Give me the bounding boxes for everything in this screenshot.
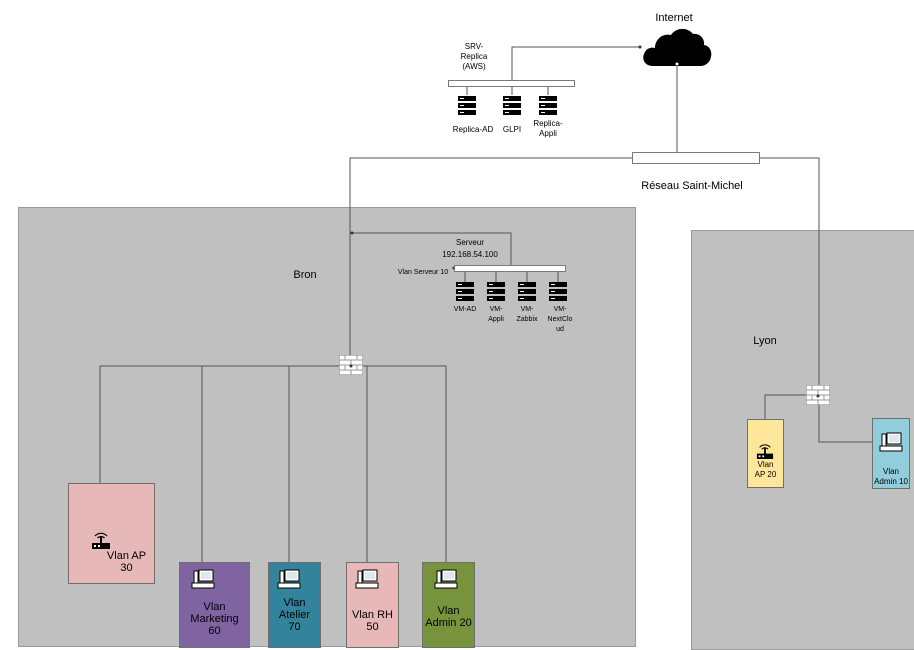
firewall-icon xyxy=(339,355,363,375)
internet-label: Internet xyxy=(655,12,693,24)
vm-nextcloud-label: VM- NextClo ud xyxy=(547,306,573,333)
wifi-router-icon xyxy=(92,532,110,549)
serveur-switch-bar xyxy=(454,265,566,272)
vm-ad-label: VM-AD xyxy=(453,306,477,313)
workstation-icon xyxy=(434,569,458,589)
link-reseau-lyon xyxy=(760,157,820,386)
vlan-admin-label: Vlan Admin 20 xyxy=(425,605,472,629)
vlan-ap-30-label: Vlan AP 30 xyxy=(106,550,147,574)
vm-server-icon xyxy=(549,282,567,301)
vlan-lyon-admin-label: Vlan Admin 10 xyxy=(874,467,908,486)
link-fw-atelier xyxy=(288,365,352,570)
replica-title: SRV- Replica (AWS) xyxy=(460,42,488,71)
serveur-title: Serveur xyxy=(455,238,484,247)
firewall-icon xyxy=(806,385,830,405)
link-replica-internet xyxy=(511,46,640,85)
vm-server-icon xyxy=(487,282,505,301)
workstation-icon xyxy=(879,432,903,452)
link-fw-admin xyxy=(362,365,447,570)
vlan-marketing-label: Vlan Marketing 60 xyxy=(190,601,239,637)
serveur-ip: 192.168.54.100 xyxy=(442,250,498,259)
wifi-router-icon xyxy=(756,444,774,459)
vm-zabbix-label: VM- Zabbix xyxy=(516,306,538,323)
vm-appli-label: VM- Appli xyxy=(488,306,504,323)
glpi-label: GLPI xyxy=(502,125,522,134)
workstation-icon xyxy=(277,569,301,589)
link-fw-marketing xyxy=(201,365,348,570)
reseau-switch-bar xyxy=(632,152,760,164)
replica-ad-label: Replica-AD xyxy=(452,125,494,134)
vlan-lyon-admin-10: Vlan Admin 10 xyxy=(872,418,910,489)
replica-appli-label: Replica- Appli xyxy=(533,119,563,138)
vlan-rh-label: Vlan RH 50 xyxy=(352,609,393,633)
vlan-serveur-label: Vlan Serveur 10 xyxy=(397,269,449,276)
server-icon xyxy=(539,96,557,115)
workstation-icon xyxy=(191,569,215,589)
lyon-label: Lyon xyxy=(753,335,777,347)
replica-switch-bar xyxy=(448,80,575,87)
vlan-ap-30: Vlan AP 30 xyxy=(68,483,155,584)
vm-server-icon xyxy=(456,282,474,301)
link-serveur-trunk xyxy=(352,232,512,267)
vm-server-icon xyxy=(518,282,536,301)
cloud-icon xyxy=(643,28,712,66)
workstation-icon xyxy=(355,569,379,589)
vlan-marketing-60: Vlan Marketing 60 xyxy=(179,562,250,648)
link-reseau-bron xyxy=(349,157,632,358)
reseau-label: Réseau Saint-Michel xyxy=(641,180,743,192)
server-icon xyxy=(503,96,521,115)
link-fw-rh xyxy=(356,365,368,570)
server-icon xyxy=(458,96,476,115)
bron-label: Bron xyxy=(293,269,317,281)
vlan-atelier-label: Vlan Atelier 70 xyxy=(278,597,311,633)
vlan-lyon-ap-label: Vlan AP 20 xyxy=(754,460,777,479)
link-fw-lyon-admin xyxy=(818,403,888,443)
